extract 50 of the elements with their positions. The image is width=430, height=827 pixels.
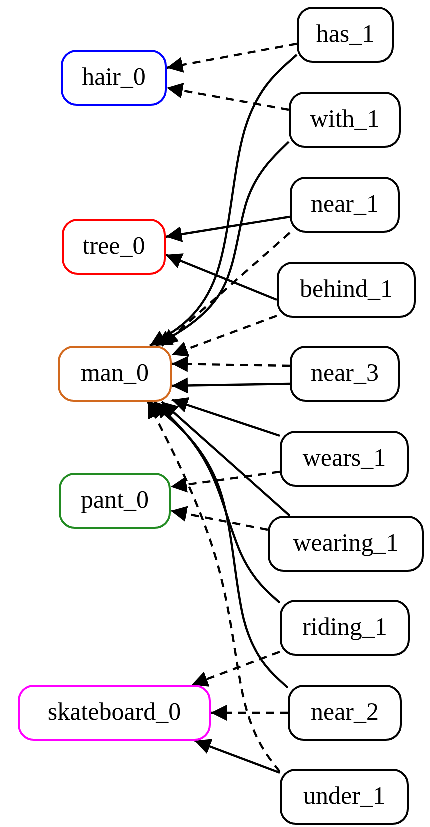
node-label: hair_0 [82, 64, 146, 92]
arrow [170, 506, 268, 532]
node-label: near_2 [310, 699, 380, 727]
arrow [166, 216, 290, 242]
node-label: near_3 [310, 360, 380, 388]
arrow [194, 739, 280, 774]
node-box [289, 92, 401, 148]
arrow [166, 42, 298, 73]
node-box [58, 346, 172, 402]
node-box [288, 685, 402, 741]
arrow [155, 141, 290, 347]
arrow [172, 397, 280, 438]
node-box [280, 600, 410, 656]
node-box [268, 516, 424, 572]
arrow [147, 402, 281, 773]
node-label: behind_1 [300, 276, 394, 304]
node-label: pant_0 [80, 487, 150, 515]
node-box [290, 177, 400, 233]
node-box [297, 7, 394, 63]
arrow [166, 254, 278, 302]
node-label: near_1 [310, 191, 380, 219]
node-label: skateboard_0 [48, 699, 182, 727]
arrow [149, 54, 298, 347]
arrow [211, 705, 288, 721]
arrow [172, 378, 290, 394]
node-box [290, 346, 400, 402]
arrow [172, 356, 290, 372]
node-label: with_1 [310, 106, 380, 134]
node-label: man_0 [80, 360, 150, 388]
node-box [280, 431, 409, 487]
node-label: wearing_1 [293, 530, 399, 558]
node-label: has_1 [316, 21, 375, 49]
arrow [192, 650, 280, 687]
node-box [18, 685, 211, 741]
node-label: tree_0 [82, 233, 146, 261]
node-box [59, 473, 171, 529]
node-label: riding_1 [302, 614, 388, 642]
node-box [62, 219, 166, 275]
node-box [280, 769, 409, 825]
arrow [161, 401, 291, 517]
arrow [149, 401, 289, 689]
node-box [61, 50, 167, 106]
arrow [170, 470, 280, 493]
arrow [161, 232, 291, 347]
arrow [172, 314, 278, 357]
node-label: under_1 [304, 783, 386, 811]
arrow [166, 82, 290, 112]
arrow [154, 401, 281, 604]
node-label: wears_1 [302, 445, 386, 473]
node-box [277, 262, 416, 318]
